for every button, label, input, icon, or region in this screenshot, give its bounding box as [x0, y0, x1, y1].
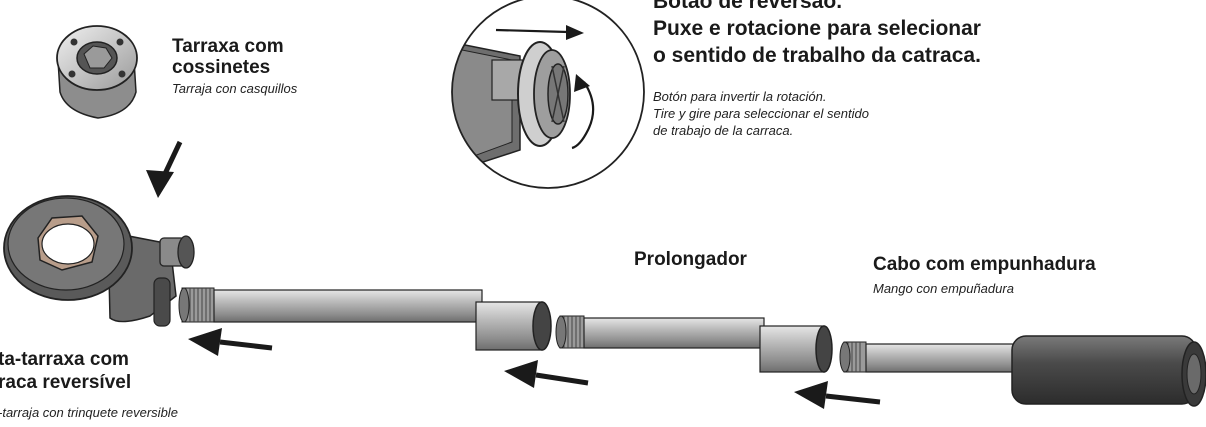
handle-title: Cabo com empunhadura: [873, 254, 1096, 275]
die-head-title-line-1: Tarraxa com: [172, 36, 284, 57]
ratchet-title-line-1: ta-tarraxa com: [0, 349, 129, 370]
reverse-button-title: Botão de reversão. Puxe e rotacione para…: [653, 0, 981, 69]
ratchet-title-line-2: raca reversível: [0, 372, 132, 393]
reverse-button-subtitle-line-3: de trabajo de la carraca.: [653, 123, 794, 138]
reverse-button-detail-inset: [451, 0, 645, 189]
assembly-arrow-3: [794, 381, 881, 409]
ratchet-die-holder-illustration: [3, 195, 195, 327]
assembly-arrow-1: [188, 328, 273, 356]
reverse-button-title-line-2: Puxe e rotacione para selecionar: [653, 17, 981, 40]
reverse-button-subtitle-line-2: Tire y gire para seleccionar el sentido: [653, 106, 869, 121]
handle-subtitle: Mango con empuñadura: [873, 281, 1014, 296]
reverse-button-title-line-3: o sentido de trabalho da catraca.: [653, 44, 981, 67]
extension-title: Prolongador: [634, 249, 747, 270]
handle-illustration: [839, 335, 1206, 407]
die-head-illustration: [56, 25, 138, 119]
insert-die-arrow: [146, 140, 183, 198]
die-head-title: Tarraxa com cossinetes: [172, 36, 284, 78]
pipe-segment-2: [555, 315, 833, 373]
die-head-subtitle: Tarraja con casquillos: [172, 81, 298, 96]
reverse-button-subtitle: Botón para invertir la rotación. Tire y …: [653, 88, 869, 139]
ratchet-subtitle: -tarraja con trinquete reversible: [0, 405, 178, 420]
die-head-title-line-2: cossinetes: [172, 57, 271, 78]
assembly-arrow-2: [504, 360, 589, 388]
pipe-segment-1: [178, 287, 552, 351]
reverse-button-title-line-1: Botão de reversão.: [653, 0, 843, 13]
reverse-button-subtitle-line-1: Botón para invertir la rotación.: [653, 89, 827, 104]
ratchet-title: ta-tarraxa com raca reversível: [0, 348, 131, 394]
